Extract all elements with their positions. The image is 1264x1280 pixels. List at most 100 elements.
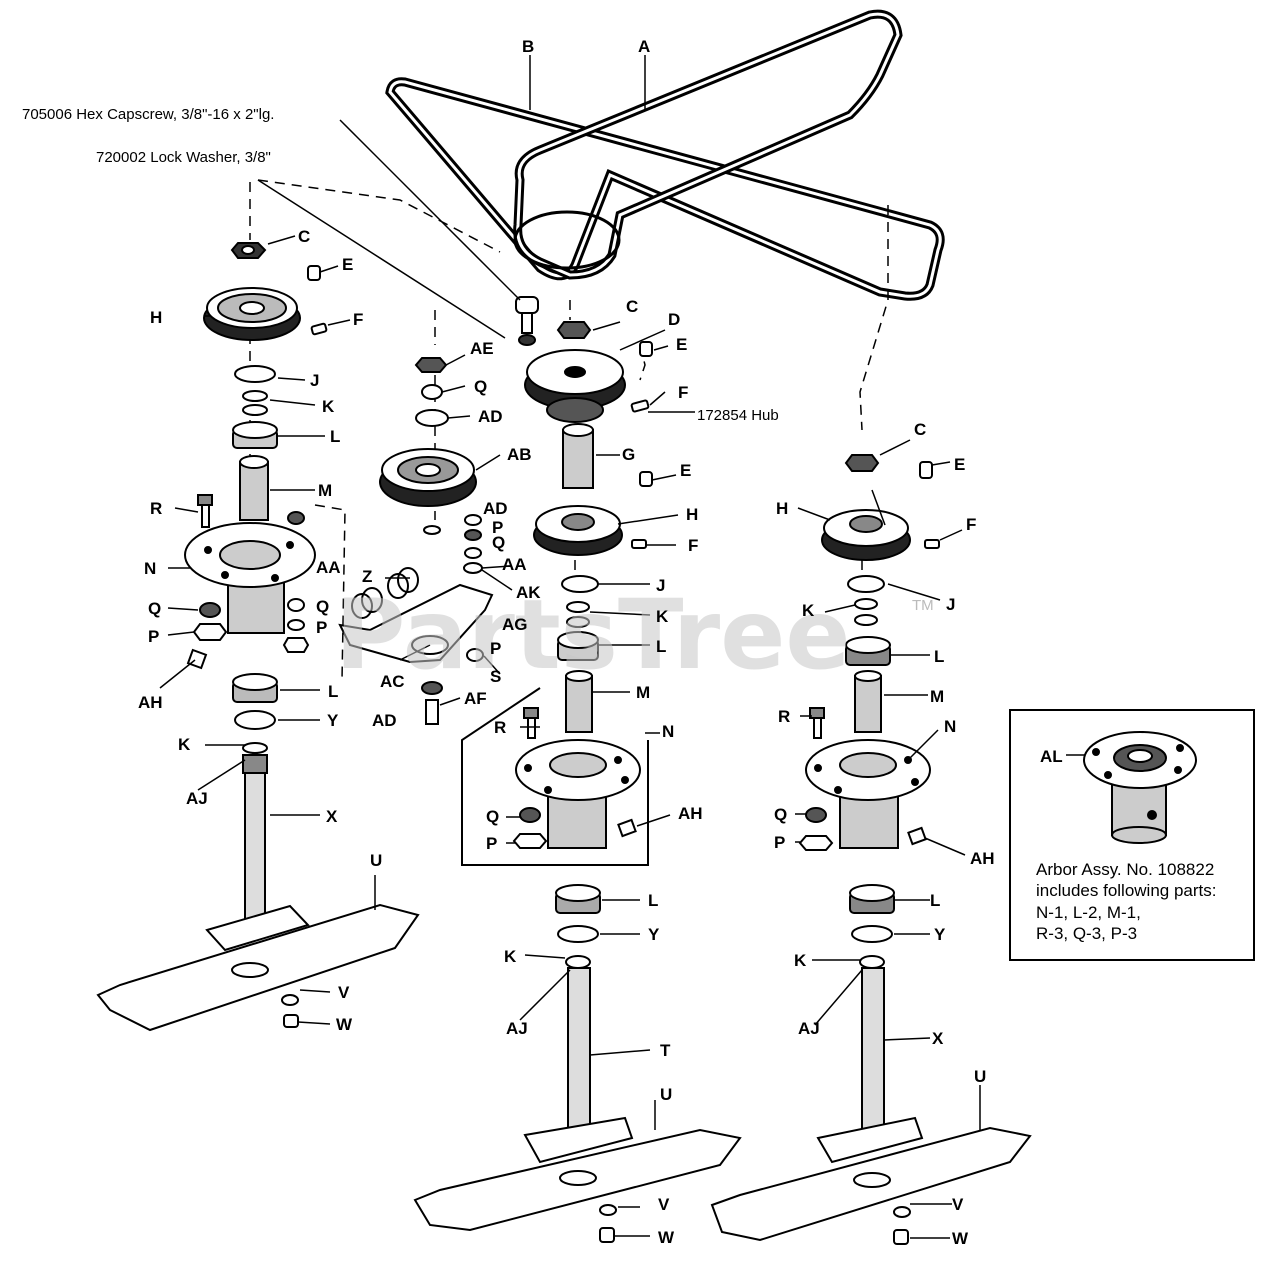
label-c: C (914, 420, 926, 439)
label-w: W (336, 1015, 353, 1034)
label-h: H (776, 499, 788, 518)
label-q: Q (774, 805, 787, 824)
label-r: R (494, 718, 506, 737)
label-a: A (638, 37, 650, 56)
label-t: T (660, 1041, 671, 1060)
label-u: U (974, 1067, 986, 1086)
label-m: M (318, 481, 332, 500)
label-e: E (954, 455, 965, 474)
label-k: K (504, 947, 517, 966)
label-n: N (144, 559, 156, 578)
label-u: U (660, 1085, 672, 1104)
label-ah: AH (970, 849, 995, 868)
label-al: AL (1040, 747, 1063, 766)
label-h: H (150, 308, 162, 327)
label-n: N (944, 717, 956, 736)
label-h: H (686, 505, 698, 524)
label-ak: AK (516, 583, 541, 602)
label-y: Y (934, 925, 946, 944)
label-m: M (636, 683, 650, 702)
left-spindle-stack (96, 242, 420, 1032)
label-p: P (490, 639, 501, 658)
idler-group (338, 296, 539, 725)
label-p: P (148, 627, 159, 646)
label-l: L (930, 891, 940, 910)
label-j: J (946, 595, 955, 614)
capscrew-note: 705006 Hex Capscrew, 3/8"-16 x 2"lg. (22, 106, 274, 123)
label-f: F (353, 310, 363, 329)
label-f: F (688, 536, 698, 555)
label-n: N (662, 722, 674, 741)
right-spindle-stack (710, 454, 1032, 1245)
label-af: AF (464, 689, 487, 708)
center-arbor-box (461, 687, 649, 866)
hub-note: 172854 Hub (697, 407, 779, 424)
label-aj: AJ (798, 1019, 820, 1038)
label-l: L (934, 647, 944, 666)
label-q: Q (148, 599, 161, 618)
label-c: C (626, 297, 638, 316)
center-spindle-stack (524, 321, 653, 733)
label-ah: AH (138, 693, 163, 712)
label-q: Q (316, 597, 329, 616)
label-f: F (678, 383, 688, 402)
label-ad: AD (478, 407, 503, 426)
label-q: Q (486, 807, 499, 826)
label-j: J (310, 371, 319, 390)
key (307, 265, 321, 281)
label-aa: AA (502, 555, 527, 574)
label-ac: AC (380, 672, 405, 691)
center-lower-stack (413, 884, 742, 1243)
label-p: P (486, 834, 497, 853)
label-d: D (668, 310, 680, 329)
label-f: F (966, 515, 976, 534)
label-v: V (338, 983, 350, 1002)
label-x: X (326, 807, 338, 826)
inset-line-2: includes following parts: (1036, 881, 1216, 900)
label-l: L (330, 427, 340, 446)
label-aj: AJ (186, 789, 208, 808)
label-k: K (794, 951, 807, 970)
label-k: K (656, 607, 669, 626)
belt-b (385, 77, 945, 301)
label-p: P (492, 518, 503, 537)
lockwasher-note: 720002 Lock Washer, 3/8" (96, 149, 271, 166)
label-q: Q (474, 377, 487, 396)
inset-line-1: Arbor Assy. No. 108822 (1036, 860, 1214, 879)
label-v: V (658, 1195, 670, 1214)
label-ab: AB (507, 445, 532, 464)
label-ad: AD (483, 499, 508, 518)
label-g: G (622, 445, 635, 464)
label-k: K (178, 735, 191, 754)
arbor-assembly-inset: AL Arbor Assy. No. 108822 includes follo… (1009, 709, 1255, 961)
label-p: P (774, 833, 785, 852)
label-k: K (802, 601, 815, 620)
inset-line-4: R-3, Q-3, P-3 (1036, 924, 1137, 943)
label-p: P (316, 618, 327, 637)
label-m: M (930, 687, 944, 706)
label-x: X (932, 1029, 944, 1048)
label-w: W (658, 1228, 675, 1247)
label-l: L (656, 637, 666, 656)
label-k: K (322, 397, 335, 416)
label-e: E (342, 255, 353, 274)
label-y: Y (648, 925, 660, 944)
watermark: PartsTree (335, 579, 850, 691)
part-labels: B A C E H F J K L M R N Q P AA Q P AH L … (138, 37, 995, 1248)
label-r: R (150, 499, 162, 518)
label-u: U (370, 851, 382, 870)
label-ad: AD (372, 711, 397, 730)
inset-line-3: N-1, L-2, M-1, (1036, 903, 1141, 922)
label-l: L (328, 682, 338, 701)
leader-lines (159, 55, 981, 1239)
label-e: E (680, 461, 691, 480)
label-y: Y (327, 711, 339, 730)
label-z: Z (362, 567, 372, 586)
label-ah: AH (678, 804, 703, 823)
spring (351, 567, 419, 619)
label-j: J (656, 576, 665, 595)
label-q: Q (492, 533, 505, 552)
label-aa: AA (316, 558, 341, 577)
label-a-b: B (522, 37, 534, 56)
label-ag: AG (502, 615, 528, 634)
